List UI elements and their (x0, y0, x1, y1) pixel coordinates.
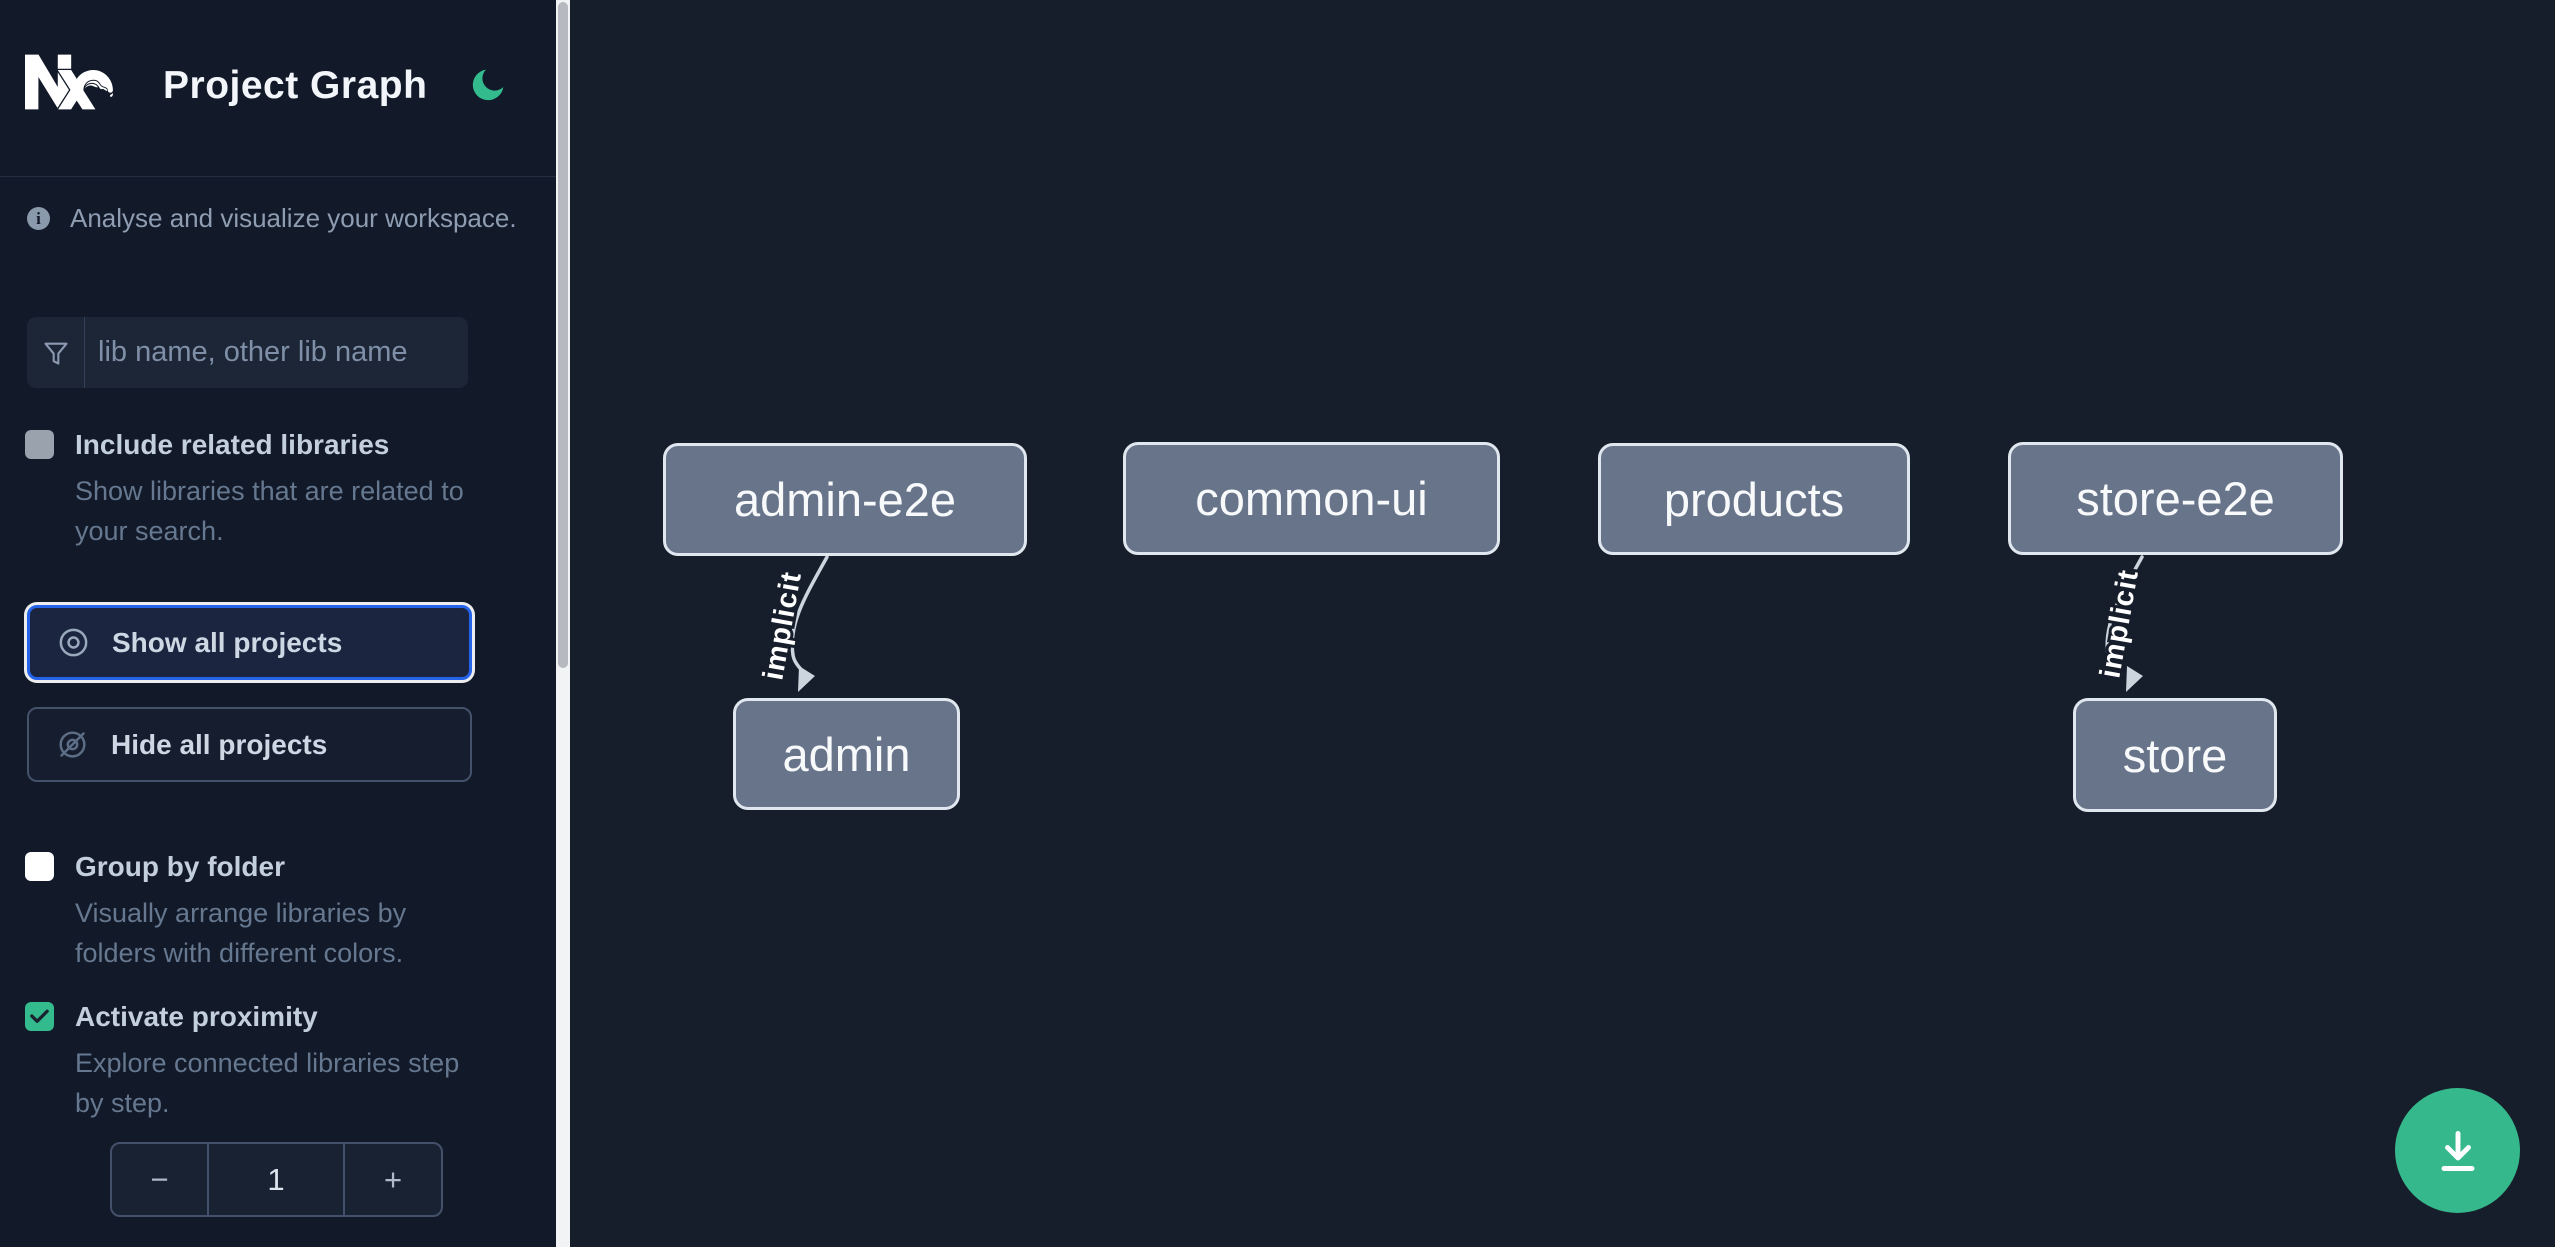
eye-off-icon (56, 728, 89, 761)
proximity-increment-button[interactable]: + (345, 1144, 441, 1215)
include-related-option: Include related libraries Show libraries… (25, 428, 465, 551)
eye-icon (57, 626, 90, 659)
graph-node-admin-e2e[interactable]: admin-e2e (663, 443, 1027, 556)
activate-proximity-option: Activate proximity Explore connected lib… (25, 1000, 465, 1123)
theme-toggle-button[interactable] (466, 64, 510, 108)
download-icon (2441, 1130, 2474, 1171)
proximity-decrement-button[interactable]: − (112, 1144, 207, 1215)
activate-proximity-description: Explore connected libraries step by step… (75, 1048, 460, 1118)
info-text: Analyse and visualize your workspace. (70, 203, 517, 233)
graph-node-common-ui[interactable]: common-ui (1123, 442, 1500, 555)
hide-all-projects-button[interactable]: Hide all projects (27, 707, 472, 782)
check-icon (30, 1009, 49, 1023)
workspace-info: i Analyse and visualize your workspace. (27, 203, 517, 234)
show-all-projects-label: Show all projects (112, 626, 343, 658)
sidebar: Project Graph i Analyse and visualize yo… (0, 0, 556, 1247)
nx-logo-icon (25, 54, 113, 110)
group-by-folder-label: Group by folder (75, 851, 285, 882)
group-by-folder-description: Visually arrange libraries by folders wi… (75, 898, 407, 968)
download-graph-button[interactable] (2395, 1088, 2520, 1213)
graph-node-store-e2e[interactable]: store-e2e (2008, 442, 2343, 555)
group-by-folder-checkbox[interactable] (25, 852, 54, 881)
proximity-depth-value: 1 (207, 1144, 345, 1215)
filter-input[interactable] (85, 317, 468, 388)
group-by-folder-option: Group by folder Visually arrange librari… (25, 850, 465, 973)
activate-proximity-label: Activate proximity (75, 1001, 318, 1032)
info-icon: i (27, 207, 50, 230)
sidebar-scrollbar-thumb[interactable] (558, 2, 568, 668)
sidebar-scrollbar-track[interactable] (556, 0, 570, 1247)
page-title: Project Graph (163, 64, 428, 107)
filter-box (27, 317, 468, 388)
filter-funnel-icon (27, 317, 85, 388)
graph-node-admin[interactable]: admin (733, 698, 960, 810)
hide-all-projects-label: Hide all projects (111, 728, 328, 760)
activate-proximity-checkbox[interactable] (25, 1002, 54, 1031)
graph-node-products[interactable]: products (1598, 443, 1910, 555)
include-related-description: Show libraries that are related to your … (75, 476, 464, 546)
include-related-label: Include related libraries (75, 429, 390, 460)
include-related-checkbox[interactable] (25, 430, 54, 459)
graph-node-store[interactable]: store (2073, 698, 2277, 812)
moon-icon (472, 69, 504, 100)
show-all-projects-button[interactable]: Show all projects (27, 605, 472, 680)
sidebar-header: Project Graph (0, 0, 556, 177)
graph-canvas[interactable] (570, 0, 2555, 1247)
proximity-depth-stepper: − 1 + (110, 1142, 443, 1217)
